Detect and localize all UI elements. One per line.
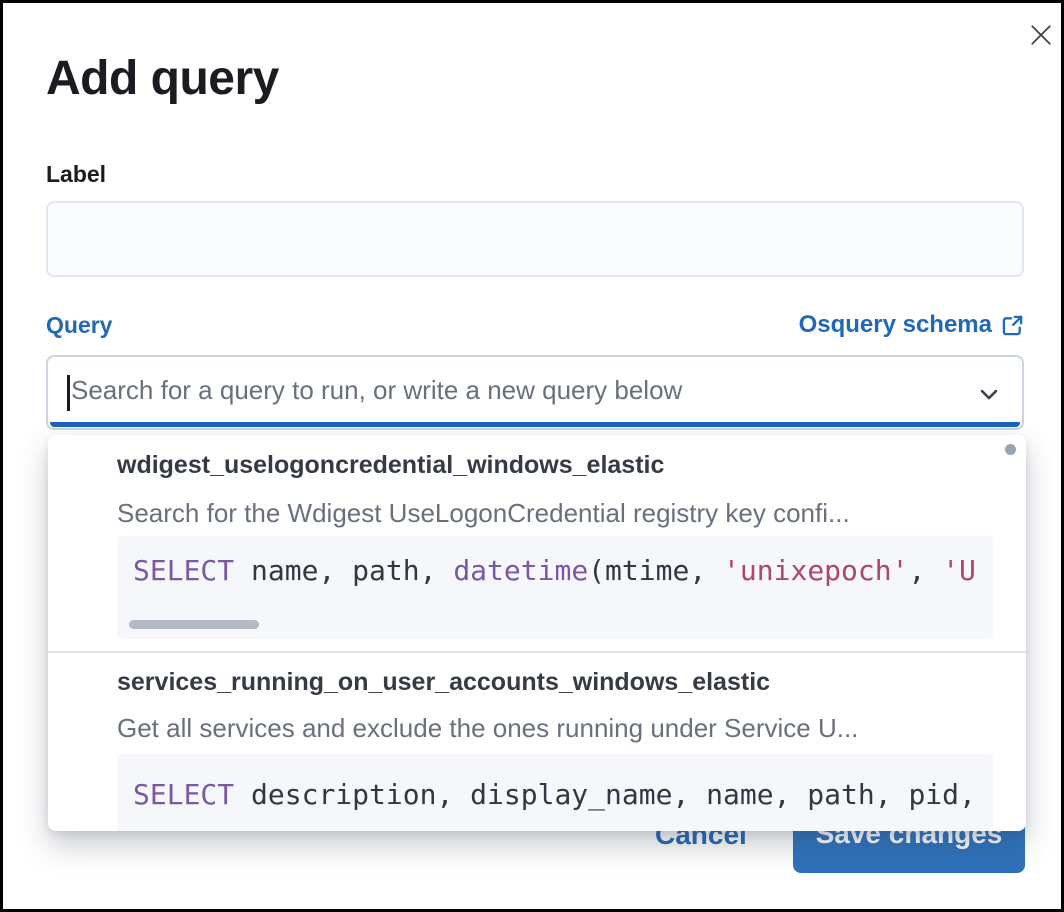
modal-title: Add query [46,52,279,105]
chevron-down-icon [975,380,1003,408]
option-description: Get all services and exclude the ones ru… [117,713,859,743]
sql-code: SELECT description, display_name, name, … [133,778,976,811]
query-search-combobox[interactable] [46,355,1024,430]
option-title: wdigest_uselogoncredential_windows_elast… [117,451,665,479]
horizontal-scrollbar-thumb[interactable] [129,620,259,629]
option-sql-preview: SELECT name, path, datetime(mtime, 'unix… [117,536,993,639]
focus-underline [50,422,1020,427]
option-title: services_running_on_user_accounts_window… [117,668,771,696]
close-button[interactable] [1021,15,1061,55]
combobox-toggle-button[interactable] [972,377,1006,411]
query-field-label: Query [46,311,113,338]
query-row: Query Osquery schema [46,311,1024,339]
osquery-schema-link-text: Osquery schema [798,311,992,338]
query-options-dropdown: wdigest_uselogoncredential_windows_elast… [48,435,1026,831]
option-description: Search for the Wdigest UseLogonCredentia… [117,498,850,528]
osquery-schema-link[interactable]: Osquery schema [799,311,1024,339]
query-search-input[interactable] [71,357,952,423]
option-sql-preview: SELECT description, display_name, name, … [117,754,993,831]
close-icon [1026,20,1056,50]
option-divider [48,651,1026,653]
vertical-scrollbar-thumb[interactable] [1005,444,1016,455]
label-input[interactable] [46,201,1024,277]
label-field-label: Label [46,161,107,187]
external-link-icon [1001,314,1024,337]
text-cursor [67,375,70,411]
sql-code: SELECT name, path, datetime(mtime, 'unix… [133,554,976,587]
